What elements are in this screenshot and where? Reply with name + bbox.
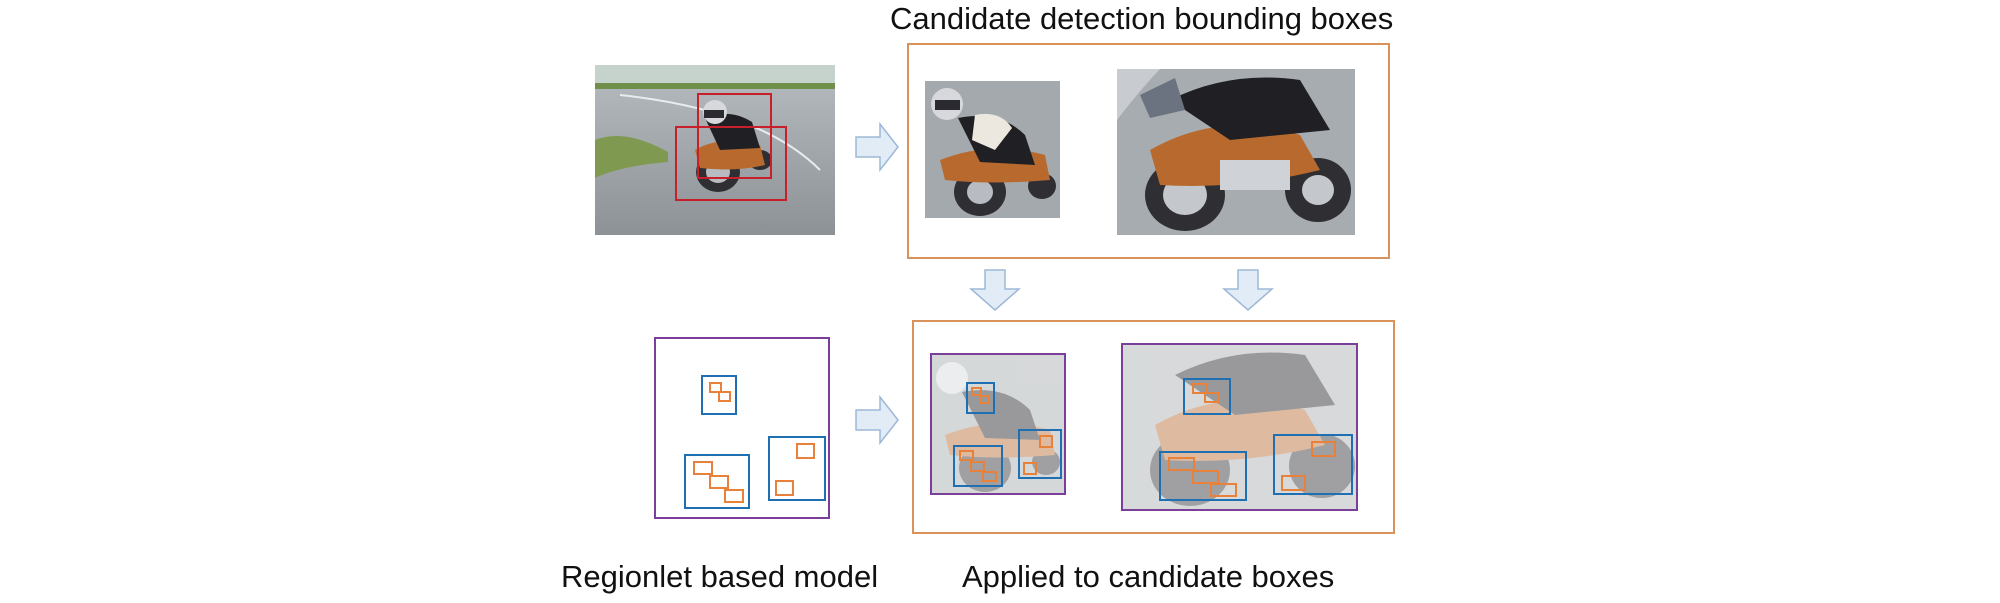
candidate-crop-1 bbox=[925, 81, 1060, 218]
regionlet-box bbox=[709, 475, 729, 489]
regionlet-box bbox=[1210, 483, 1237, 497]
right-arrow-icon bbox=[855, 394, 899, 446]
regionlet-box bbox=[1192, 383, 1207, 394]
regionlet-box bbox=[1039, 435, 1053, 448]
regionlet-box bbox=[1023, 462, 1037, 475]
regionlet-box bbox=[982, 471, 997, 482]
applied-crop-2 bbox=[1122, 344, 1357, 510]
down-arrow-icon bbox=[969, 269, 1021, 311]
candidate-box-red bbox=[675, 126, 787, 201]
down-arrow-icon bbox=[1222, 269, 1274, 311]
regionlet-box bbox=[1192, 470, 1219, 484]
applied-caption: Applied to candidate boxes bbox=[962, 559, 1335, 594]
region-box bbox=[768, 436, 826, 501]
right-arrow-icon bbox=[855, 121, 899, 173]
regionlet-box bbox=[1204, 392, 1219, 403]
region-box bbox=[1018, 429, 1062, 479]
regionlet-box bbox=[1168, 457, 1195, 471]
regionlet-model-caption: Regionlet based model bbox=[561, 559, 879, 594]
regionlet-box bbox=[971, 387, 982, 396]
region-box bbox=[966, 382, 995, 414]
region-box bbox=[1183, 378, 1231, 415]
candidate-frame bbox=[907, 43, 1390, 259]
regionlet-box bbox=[1311, 441, 1336, 457]
regionlet-box bbox=[724, 489, 744, 503]
regionlet-model bbox=[654, 337, 830, 519]
regionlet-box bbox=[796, 443, 815, 459]
region-box bbox=[1159, 451, 1247, 501]
region-box bbox=[953, 445, 1003, 487]
regionlet-box bbox=[959, 450, 974, 461]
region-box bbox=[701, 375, 737, 415]
regionlet-box bbox=[709, 382, 722, 393]
applied-frame bbox=[912, 320, 1395, 534]
applied-crop-1 bbox=[931, 354, 1065, 494]
regionlet-box bbox=[970, 461, 985, 472]
candidate-title: Candidate detection bounding boxes bbox=[890, 1, 1394, 36]
regionlet-box bbox=[718, 391, 731, 402]
region-box bbox=[1273, 434, 1353, 495]
applied-model-frame bbox=[1121, 343, 1358, 511]
region-box bbox=[684, 454, 750, 509]
candidate-crop-2 bbox=[1117, 69, 1355, 235]
regionlet-box bbox=[1281, 475, 1306, 491]
regionlet-box bbox=[775, 480, 794, 496]
source-photo bbox=[595, 65, 835, 235]
regionlet-box bbox=[979, 395, 990, 404]
regionlet-box bbox=[693, 461, 713, 475]
candidate-box-red bbox=[697, 93, 772, 179]
applied-model-frame bbox=[930, 353, 1066, 495]
